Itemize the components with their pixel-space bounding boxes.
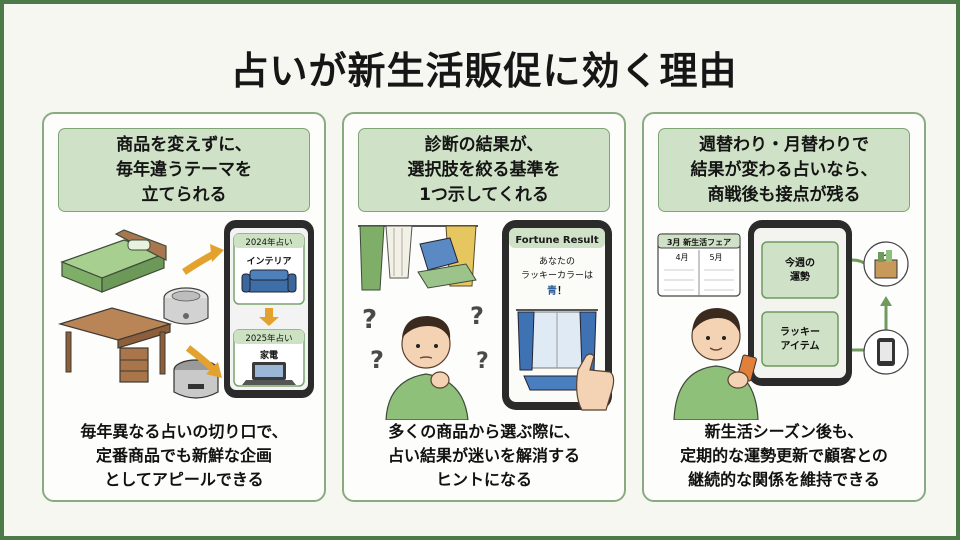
panel-theme: 家電 <box>260 349 278 361</box>
card-heading: 診断の結果が、 選択肢を絞る基準を 1つ示してくれる <box>358 128 610 212</box>
card-heading-line: 立てられる <box>141 184 227 205</box>
shopping-bag-icon <box>863 241 909 287</box>
card-body-line: 毎年異なる占いの切り口で、 <box>80 422 288 441</box>
lucky-item-tile <box>761 311 839 367</box>
card-body-line: 新生活シーズン後も、 <box>704 422 864 441</box>
person-thinking-icon <box>385 316 469 420</box>
card-heading-line: 商品を変えずに、 <box>116 134 252 155</box>
desk-icon <box>57 307 173 383</box>
laptop-icon <box>242 362 296 385</box>
phone-result: 青！ <box>547 284 567 297</box>
card-body-line: 多くの商品から選ぶ際に、 <box>388 422 580 441</box>
arrow-down-icon <box>259 308 279 326</box>
phone-header: Fortune Result <box>515 235 598 246</box>
card-body-line: 定期的な運勢更新で顧客との <box>680 446 888 465</box>
panel-label: 2025年占い <box>245 333 292 344</box>
question-mark-icon: ? <box>362 305 377 335</box>
card-heading-line: 毎年違うテーマを <box>116 159 252 180</box>
arrow-icon <box>182 250 216 275</box>
rice-cooker-dark-icon <box>173 359 219 399</box>
svg-text:4月: 4月 <box>675 253 688 262</box>
card-body-line: 占い結果が迷いを解消する <box>387 446 580 465</box>
pointing-hand-icon <box>576 353 615 411</box>
themes-illustration: 2024年占い インテリア 2025年占い 家電 <box>57 220 314 399</box>
slide-title: 占いが新生活販促に効く理由 <box>230 49 738 93</box>
card-body-line: ヒントになる <box>435 470 532 489</box>
question-mark-icon: ? <box>470 302 484 330</box>
question-mark-icon: ? <box>370 346 384 374</box>
card-body-line: としてアピールできる <box>104 470 264 489</box>
fortune-tile <box>761 241 839 299</box>
card-heading: 週替わり・月替わりで 結果が変わる占いなら、 商戦後も接点が残る <box>658 128 910 212</box>
svg-text:今週の: 今週の <box>784 256 815 269</box>
calendar-icon: 3月 新生活フェア 4月 5月 <box>657 233 741 297</box>
curtains-icon <box>358 225 478 291</box>
engagement-illustration: 3月 新生活フェア 4月 5月 今週の 運勢 ラッキー アイテム <box>657 220 909 420</box>
phone-text: あなたの <box>539 256 575 267</box>
svg-text:3月 新生活フェア: 3月 新生活フェア <box>667 237 731 247</box>
card-heading-line: 選択肢を絞る基準を <box>407 159 561 180</box>
reason-card-decision: 診断の結果が、 選択肢を絞る基準を 1つ示してくれる ? ? ? ? <box>342 112 626 502</box>
card-body: 新生活シーズン後も、 定期的な運勢更新で顧客との 継続的な関係を維持できる <box>644 420 924 492</box>
svg-text:5月: 5月 <box>709 253 722 262</box>
svg-text:運勢: 運勢 <box>790 270 810 283</box>
decision-illustration: ? ? ? ? Fortune Result あなたの ラッキーカラーは <box>358 220 615 420</box>
card-body: 毎年異なる占いの切り口で、 定番商品でも新鮮な企画 としてアピールできる <box>44 420 324 492</box>
card-heading-line: 診断の結果が、 <box>424 134 544 155</box>
svg-text:ラッキー: ラッキー <box>780 326 820 338</box>
person-with-phone-icon <box>673 308 759 420</box>
sofa-icon <box>241 269 297 293</box>
bed-icon <box>60 229 167 293</box>
card-heading-line: 商戦後も接点が残る <box>707 184 861 205</box>
rice-cooker-icon <box>163 287 209 325</box>
panel-label: 2024年占い <box>245 237 292 248</box>
panel-theme: インテリア <box>246 256 291 267</box>
card-heading-line: 1つ示してくれる <box>419 184 549 205</box>
card-body: 多くの商品から選ぶ際に、 占い結果が迷いを解消する ヒントになる <box>344 420 624 492</box>
card-heading-line: 週替わり・月替わりで <box>699 134 869 155</box>
mobile-phone-icon <box>863 329 909 375</box>
card-body-line: 継続的な関係を維持できる <box>688 470 880 489</box>
card-heading-line: 結果が変わる占いなら、 <box>690 159 878 180</box>
card-body-line: 定番商品でも新鮮な企画 <box>95 446 272 465</box>
card-heading: 商品を変えずに、 毎年違うテーマを 立てられる <box>58 128 310 212</box>
question-mark-icon: ? <box>476 349 489 374</box>
reason-card-themes: 商品を変えずに、 毎年違うテーマを 立てられる <box>42 112 326 502</box>
reason-card-engagement: 週替わり・月替わりで 結果が変わる占いなら、 商戦後も接点が残る 3月 新生活フ… <box>642 112 926 502</box>
phone-text: ラッキーカラーは <box>521 270 593 281</box>
svg-text:アイテム: アイテム <box>781 340 820 352</box>
